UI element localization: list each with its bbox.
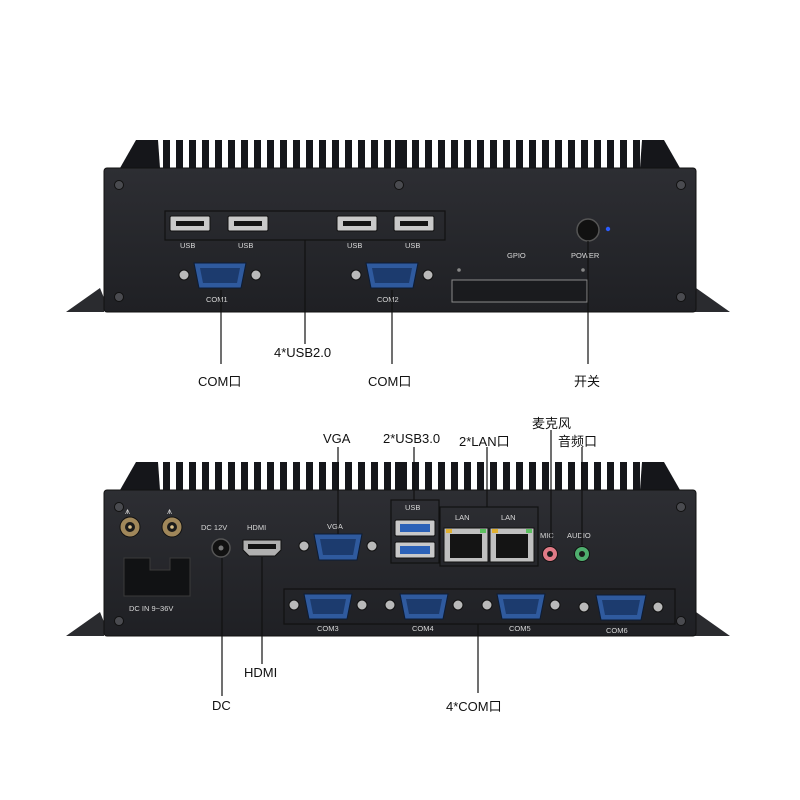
callout-usb3: 2*USB3.0 <box>383 431 441 446</box>
callout-lan: 2*LAN口 <box>459 434 510 449</box>
callout-usb2: 4*USB2.0 <box>274 345 332 360</box>
top-heatsink-fins <box>120 140 680 170</box>
antenna-connectors: ⩚ ⩚ <box>119 507 183 538</box>
com2-label: COM2 <box>377 295 399 304</box>
mic-port-label: MIC <box>540 531 554 540</box>
dc-in-label: DC IN 9~36V <box>129 604 173 613</box>
lan-port-label: LAN <box>455 513 470 522</box>
usb-port-label: USB <box>405 241 420 250</box>
gpio-slot <box>451 279 588 303</box>
usb-port-label: USB <box>238 241 253 250</box>
top-panel-screws <box>114 180 686 302</box>
mount-foot-left <box>66 288 104 312</box>
usb3-label: USB <box>405 503 420 512</box>
usb2-port-group <box>169 215 435 232</box>
callout-audio: 音频口 <box>558 434 598 449</box>
vga-port <box>298 533 378 561</box>
top-unit: USB USB USB USB COM1 COM2 GPIO POWER <box>66 140 730 364</box>
com3-label: COM3 <box>317 624 339 633</box>
callout-vga: VGA <box>323 431 351 446</box>
mount-foot-left <box>66 612 104 636</box>
com1-label: COM1 <box>206 295 228 304</box>
com2-port <box>350 262 434 289</box>
power-button <box>576 218 600 242</box>
top-callout-lines <box>164 210 589 364</box>
power-led <box>605 226 611 232</box>
vga-port-label: VGA <box>327 522 343 531</box>
callout-com: 4*COM口 <box>446 699 502 714</box>
audio-port-label: AUDIO <box>567 531 591 540</box>
com1-port <box>178 262 262 289</box>
gpio-label: GPIO <box>507 251 526 260</box>
svg-text:⩚: ⩚ <box>125 507 130 517</box>
power-label: POWER <box>571 251 600 260</box>
bottom-heatsink-fins <box>120 462 680 492</box>
callout-mic: 麦克风 <box>532 416 572 431</box>
mount-foot-right <box>692 612 730 636</box>
bottom-unit: ⩚ ⩚ DC IN 9~36V DC 12V HDMI VGA USB LAN … <box>66 430 730 696</box>
mount-foot-right <box>692 288 730 312</box>
callout-com-left: COM口 <box>198 374 242 389</box>
callout-dc: DC <box>212 698 231 713</box>
lan-ports <box>443 527 535 563</box>
lan-port-label: LAN <box>501 513 516 522</box>
com4-label: COM4 <box>412 624 434 633</box>
com3-port <box>288 593 368 620</box>
callout-com-right: COM口 <box>368 374 412 389</box>
usb-port-label: USB <box>347 241 362 250</box>
callout-hdmi: HDMI <box>244 665 278 680</box>
com5-label: COM5 <box>509 624 531 633</box>
bottom-callout-lines <box>221 430 676 696</box>
dc-12v-label: DC 12V <box>201 523 227 532</box>
usb-port-label: USB <box>180 241 195 250</box>
com6-port <box>578 594 664 621</box>
svg-text:⩚: ⩚ <box>167 507 172 517</box>
usb3-ports <box>394 519 436 559</box>
com5-port <box>481 593 561 620</box>
bottom-panel-screws <box>114 502 686 626</box>
com6-label: COM6 <box>606 626 628 635</box>
hdmi-port-label: HDMI <box>247 523 266 532</box>
dc-in-terminal <box>123 557 191 597</box>
com4-port <box>384 593 464 620</box>
callout-switch: 开关 <box>574 374 601 389</box>
